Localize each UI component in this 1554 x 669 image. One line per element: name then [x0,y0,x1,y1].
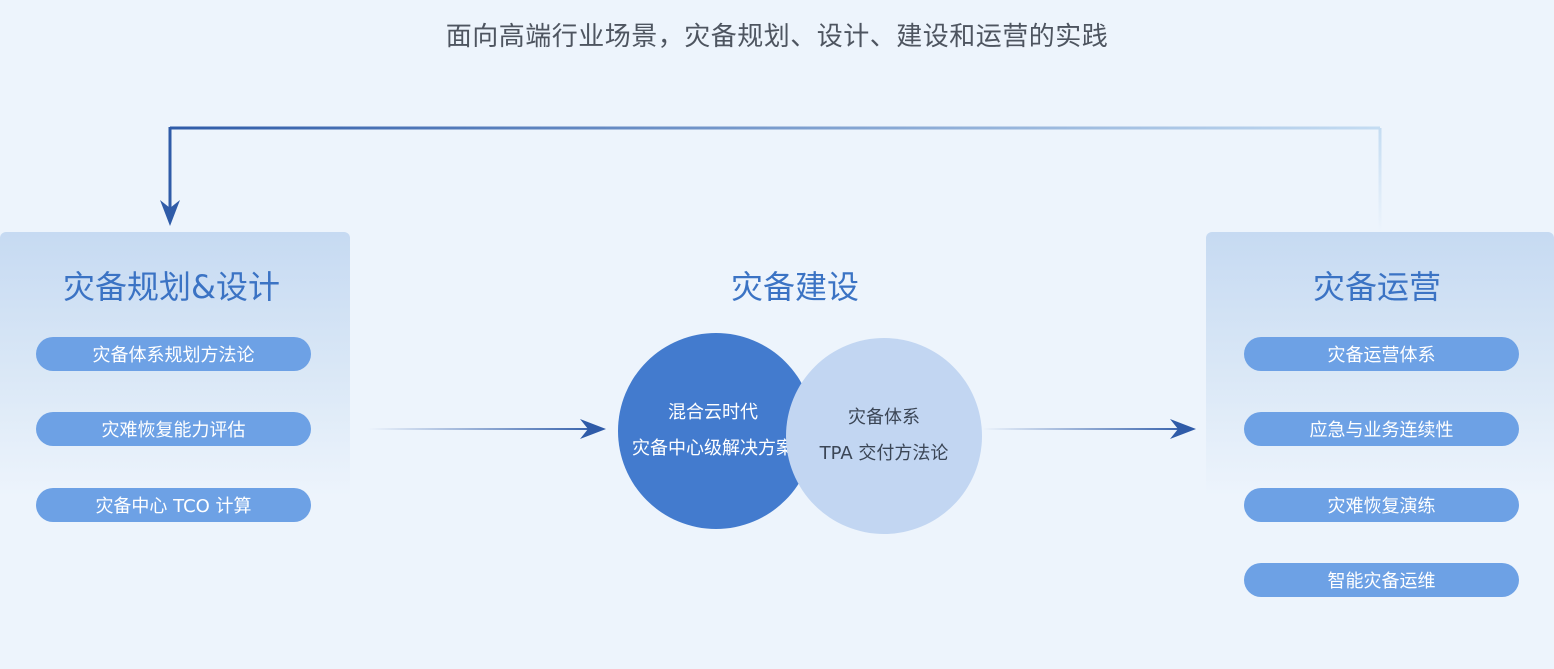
arrowhead-construction-to-operations [1170,419,1196,439]
operations-title: 灾备运营 [1312,268,1441,306]
operations-panel [1206,232,1554,532]
planning-item: 灾难恢复能力评估 [36,412,311,446]
tpa-circle: 灾备体系 TPA 交付方法论 [786,338,982,534]
hybrid-cloud-circle: 混合云时代 灾备中心级解决方案 [618,333,814,529]
construction-title: 灾备建设 [730,268,859,306]
tpa-line1: 灾备体系 [848,407,920,428]
planning-panel [0,232,350,532]
hybrid-cloud-line2: 灾备中心级解决方案 [632,438,794,459]
planning-item: 灾备体系规划方法论 [36,337,311,371]
planning-item: 灾备中心 TCO 计算 [36,488,311,522]
operations-item: 智能灾备运维 [1244,563,1519,597]
operations-item: 灾备运营体系 [1244,337,1519,371]
planning-title: 灾备规划&设计 [63,268,280,306]
hybrid-cloud-line1: 混合云时代 [668,402,758,423]
arrowhead-planning-to-construction [580,419,606,439]
tpa-line2: TPA 交付方法论 [819,443,949,464]
headline: 面向高端行业场景，灾备规划、设计、建设和运营的实践 [445,22,1109,52]
loop-arrowhead [160,200,180,226]
operations-item: 应急与业务连续性 [1244,412,1519,446]
operations-item: 灾难恢复演练 [1244,488,1519,522]
